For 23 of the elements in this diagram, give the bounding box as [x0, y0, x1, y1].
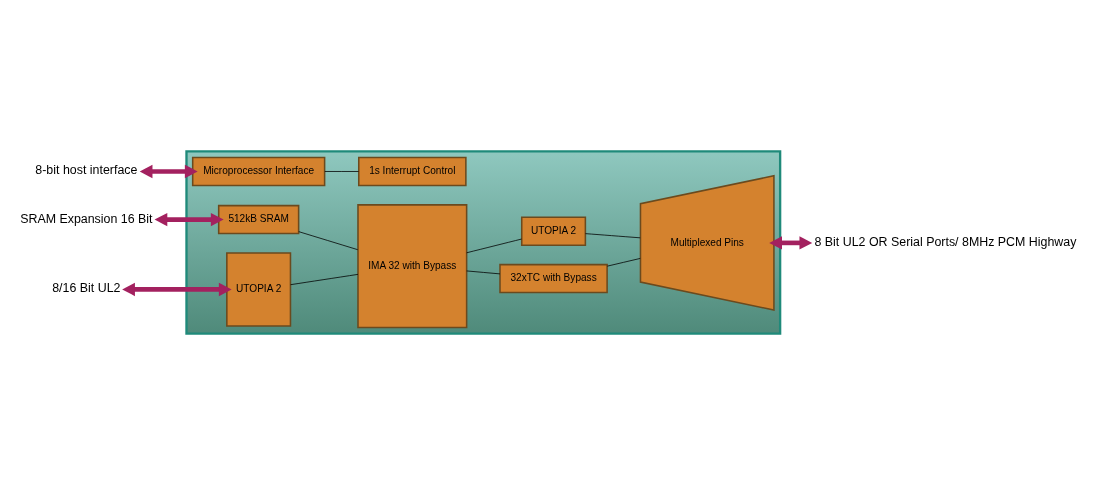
connector [466, 238, 522, 254]
arrow [139, 164, 198, 179]
arrow [122, 282, 232, 297]
connector [290, 274, 359, 286]
connector [466, 270, 501, 275]
node-box: IMA 32 with Bypass [357, 204, 468, 329]
connector [324, 171, 359, 172]
node-text: 8-bit host interface [35, 163, 138, 178]
connector [585, 233, 641, 239]
node-text: 8 Bit UL2 OR Serial Ports/ 8MHz PCM Highway [814, 234, 1077, 249]
connector [606, 258, 641, 267]
connector [298, 231, 359, 251]
node-box: 32xTC with Bypass [499, 263, 608, 294]
node-text: SRAM Expansion 16 Bit [20, 211, 153, 226]
arrow [154, 212, 224, 227]
node-box: Microprocessor Interface [191, 156, 326, 187]
node-box: Multiplexed Pins [639, 174, 775, 311]
node-text: 8/16 Bit UL2 [52, 281, 121, 296]
node-box: UTOPIA 2 [520, 216, 587, 246]
node-box: UTOPIA 2 [226, 252, 292, 327]
node-box: 1s Interrupt Control [358, 156, 467, 187]
node-box: 512kB SRAM [217, 204, 300, 235]
arrow [769, 236, 813, 250]
